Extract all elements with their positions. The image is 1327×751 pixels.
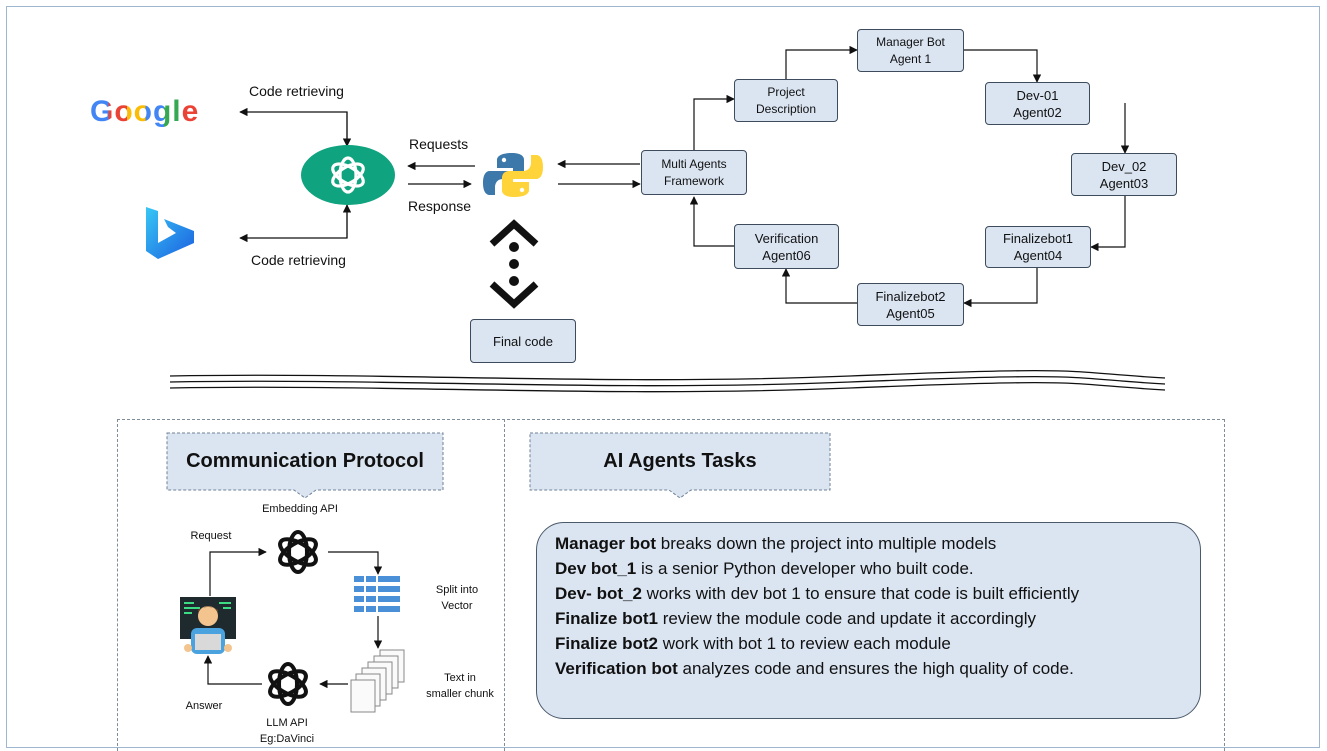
- tasks-title: AI Agents Tasks: [603, 450, 757, 472]
- final-code-label: Final code: [493, 333, 553, 349]
- task-bold-4: Finalize bot2: [555, 634, 658, 653]
- final2-line1: Finalizebot2: [875, 288, 946, 304]
- dev01-line2: Agent02: [1013, 104, 1062, 120]
- task-line-dev2: Dev- bot_2 works with dev bot 1 to ensur…: [555, 581, 1182, 606]
- connector-code-retrieving-top: [239, 107, 348, 147]
- connector-project-to-manager: [785, 45, 858, 79]
- bottom-panel: [117, 419, 1225, 751]
- vector-grid-icon: [354, 576, 400, 612]
- connector-dev02-to-final1: [1090, 196, 1126, 252]
- label-split-line2: Vector: [441, 600, 473, 612]
- task-text-2: works with dev bot 1 to ensure that code…: [641, 584, 1080, 603]
- google-logo-text: Google: [90, 95, 200, 128]
- task-line-manager: Manager bot breaks down the project into…: [555, 531, 1182, 556]
- label-embedding-api: Embedding API: [262, 503, 338, 515]
- final2-line2: Agent05: [886, 305, 935, 321]
- task-text-5: analyzes code and ensures the high quali…: [677, 659, 1074, 678]
- framework-line2: Framework: [663, 173, 724, 188]
- llm-openai-icon: [268, 662, 308, 706]
- label-code-retrieving-top: Code retrieving: [249, 83, 344, 99]
- label-split-line1: Split into: [435, 584, 479, 596]
- connector-framework-to-project: [693, 94, 735, 150]
- label-text-chunk-line1: Text in: [444, 672, 476, 684]
- task-text-4: work with bot 1 to review each module: [657, 634, 951, 653]
- wavy-separator: [169, 370, 1166, 393]
- dev01-line1: Dev-01: [1016, 87, 1059, 103]
- task-line-verification: Verification bot analyzes code and ensur…: [555, 656, 1182, 681]
- connector-code-retrieving-bottom: [239, 204, 348, 243]
- task-bold-1: Dev bot_1: [555, 559, 637, 578]
- documents-stack-icon: [350, 649, 405, 713]
- task-line-finalize2: Finalize bot2 work with bot 1 to review …: [555, 631, 1182, 656]
- developer-icon: [180, 597, 236, 654]
- embedding-openai-icon: [278, 530, 318, 574]
- label-request: Request: [190, 530, 232, 542]
- label-llm-line1: LLM API: [266, 717, 308, 729]
- label-requests: Requests: [409, 136, 469, 152]
- task-bold-0: Manager bot: [555, 534, 657, 553]
- dev02-line2: Agent03: [1099, 175, 1149, 191]
- task-bold-5: Verification bot: [555, 659, 678, 678]
- manager-line2: Agent 1: [889, 51, 932, 66]
- final-code-box: Final code: [470, 319, 576, 363]
- panel-divider: [504, 419, 505, 751]
- bing-icon: [146, 207, 194, 259]
- task-text-3: review the module code and update it acc…: [657, 609, 1036, 628]
- tasks-header-shape: [529, 432, 831, 499]
- connector-final1-to-final2: [963, 268, 1038, 308]
- connector-verification-to-framework: [689, 196, 734, 247]
- connector-embedding-to-split: [328, 551, 383, 575]
- task-text-1: is a senior Python developer who built c…: [636, 559, 974, 578]
- task-text-0: breaks down the project into multiple mo…: [656, 534, 997, 553]
- connector-final2-to-verification: [781, 268, 857, 304]
- label-code-retrieving-bottom: Code retrieving: [251, 252, 346, 268]
- task-line-finalize1: Finalize bot1 review the module code and…: [555, 606, 1182, 631]
- label-split: Split into Vector: [425, 582, 489, 614]
- verification-line1: Verification: [754, 230, 819, 246]
- verification-line2: Agent06: [762, 247, 811, 263]
- task-line-dev1: Dev bot_1 is a senior Python developer w…: [555, 556, 1182, 581]
- agents-tasks-box: Manager bot breaks down the project into…: [536, 522, 1201, 719]
- label-text-chunk: Text in smaller chunk: [414, 670, 506, 702]
- connector-request: [209, 547, 267, 596]
- python-icon: [483, 153, 543, 197]
- label-text-chunk-line2: smaller chunk: [426, 688, 494, 700]
- task-bold-3: Finalize bot1: [555, 609, 658, 628]
- google-logo: Google: [90, 95, 199, 129]
- manager-line1: Manager Bot: [876, 34, 945, 49]
- framework-line1: Multi Agents: [661, 156, 727, 171]
- project-line1: Project: [767, 84, 805, 99]
- protocol-title: Communication Protocol: [186, 450, 424, 472]
- flow-down-icon: [489, 219, 539, 309]
- connector-manager-to-dev01: [964, 49, 1042, 83]
- label-response: Response: [408, 198, 472, 214]
- outer-frame: [6, 6, 1320, 748]
- project-line2: Description: [755, 101, 817, 116]
- label-llm-api: LLM API Eg:DaVinci: [242, 715, 332, 747]
- final1-line2: Agent04: [1013, 248, 1063, 263]
- label-answer: Answer: [185, 700, 223, 712]
- openai-icon: [301, 145, 395, 205]
- dev02-line1: Dev_02: [1101, 158, 1147, 174]
- label-llm-line2: Eg:DaVinci: [259, 733, 315, 745]
- final1-line1: Finalizebot1: [1002, 231, 1074, 246]
- connector-answer: [203, 655, 262, 685]
- task-bold-2: Dev- bot_2: [555, 584, 642, 603]
- protocol-header-shape: [166, 432, 444, 499]
